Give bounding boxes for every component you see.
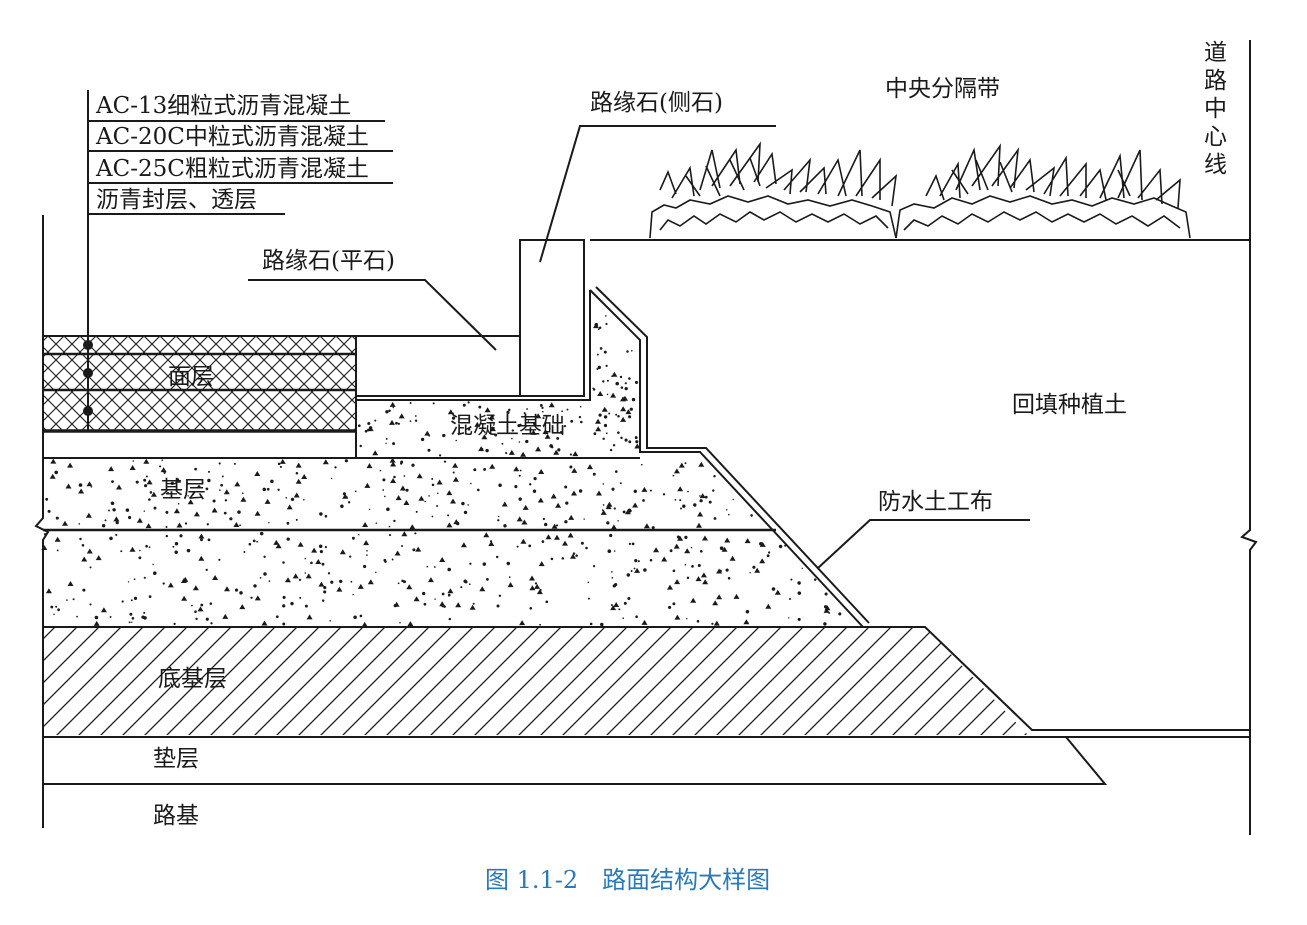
dot-3 <box>83 406 93 416</box>
surface-layer-hatch <box>43 336 356 431</box>
geotextile-line-outer <box>589 289 864 628</box>
centerline-char-4: 心 <box>1204 124 1227 150</box>
flat-curb-leader <box>248 279 497 351</box>
curb-backing-texture <box>592 315 641 452</box>
median-shrubs <box>649 141 1191 239</box>
label-concrete-foundation: 混凝土基础 <box>450 413 565 439</box>
label-subgrade: 路基 <box>153 803 199 829</box>
label-base-layer: 基层 <box>160 477 206 503</box>
side-curb-outline <box>519 239 585 397</box>
label-backfill-soil: 回填种植土 <box>1012 392 1127 418</box>
shrub-mound-right <box>895 143 1191 239</box>
geotextile-line-inner <box>595 286 870 624</box>
dot-1 <box>83 340 93 350</box>
cushion-outline <box>42 736 1250 785</box>
figure-caption: 图 1.1-2 路面结构大样图 <box>485 866 770 894</box>
label-seal-coat: 沥青封层、透层 <box>96 187 257 213</box>
label-surface-layer: 面层 <box>168 364 214 390</box>
centerline-char-3: 中 <box>1204 96 1227 122</box>
structure-outlines <box>34 40 1258 835</box>
leader-dots <box>83 340 93 416</box>
geotextile-leader <box>817 519 1030 569</box>
label-flat-curb: 路缘石(平石) <box>262 248 395 274</box>
label-ac20c: AC-20C中粒式沥青混凝土 <box>95 124 369 150</box>
left-boundary-line <box>34 215 50 828</box>
subbase-layer-hatch <box>43 627 1028 735</box>
label-side-curb: 路缘石(侧石) <box>590 90 723 116</box>
label-median: 中央分隔带 <box>885 76 1000 102</box>
label-ac25c: AC-25C粗粒式沥青混凝土 <box>95 156 369 182</box>
layer-label-stack: AC-13细粒式沥青混凝土 AC-20C中粒式沥青混凝土 AC-25C粗粒式沥青… <box>95 93 369 213</box>
label-centerline: 道 路 中 心 线 <box>1204 40 1227 178</box>
centerline-char-2: 路 <box>1204 68 1227 94</box>
dot-2 <box>83 368 93 378</box>
base-layer-lower-texture <box>41 531 842 627</box>
label-subbase-layer: 底基层 <box>158 666 227 692</box>
concrete-foundation-texture <box>357 401 583 457</box>
label-geotextile: 防水土工布 <box>878 489 993 515</box>
label-ac13: AC-13细粒式沥青混凝土 <box>95 93 351 119</box>
shrub-mound-left <box>649 141 898 239</box>
right-boundary-line <box>1240 40 1258 835</box>
base-layer-upper-texture <box>42 457 753 530</box>
centerline-char-1: 道 <box>1204 40 1227 66</box>
label-cushion-layer: 垫层 <box>153 746 199 772</box>
flat-curb-outline <box>356 335 521 397</box>
centerline-char-5: 线 <box>1204 152 1227 178</box>
side-curb-leader <box>539 125 776 263</box>
